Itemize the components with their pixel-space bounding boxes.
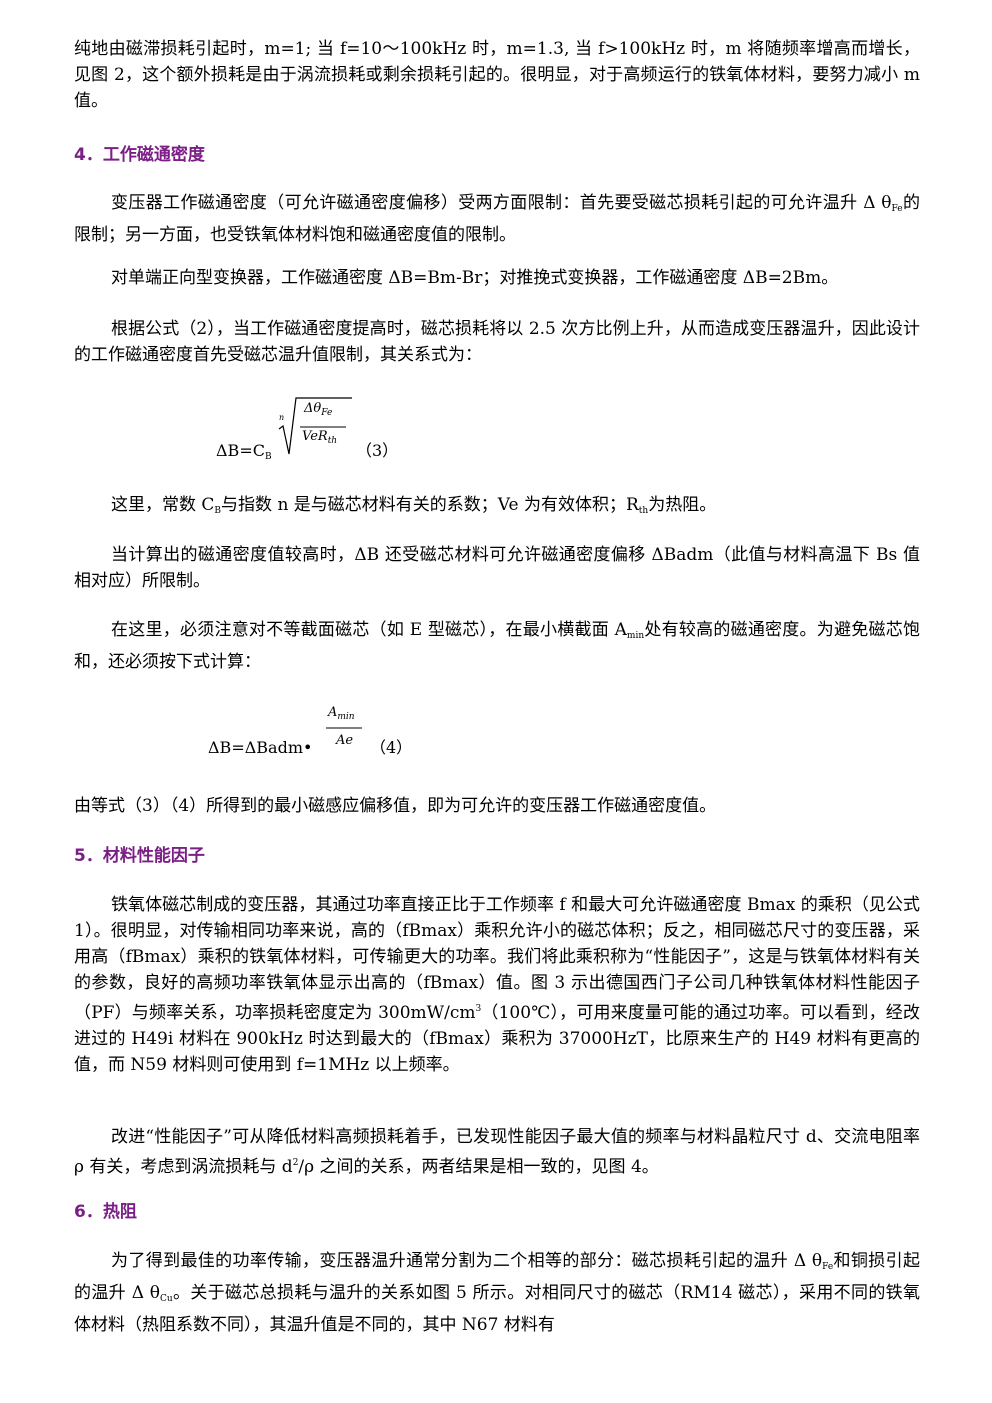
- section-5-heading: 5．材料性能因子: [74, 846, 205, 866]
- section-5-paragraph-2: 改进“性能因子”可从降低材料高频损耗着手，已发现性能因子最大值的频率与材料晶粒尺…: [74, 1127, 920, 1177]
- formula-3-lhs: ΔB=CB: [216, 441, 272, 462]
- section-4-paragraph-6: 在这里，必须注意对不等截面磁芯（如 E 型磁芯），在最小横截面 Amin处有较高…: [74, 620, 920, 672]
- section-6-paragraph-1: 为了得到最佳的功率传输，变压器温升通常分割为二个相等的部分：磁芯损耗引起的温升 …: [74, 1251, 920, 1335]
- section-4-paragraph-2: 对单端正向型变换器，工作磁通密度 ΔB=Bm-Br；对推挽式变换器，工作磁通密度…: [111, 268, 839, 288]
- section-4-paragraph-1: 变压器工作磁通密度（可允许磁通密度偏移）受两方面限制：首先要受磁芯损耗引起的可允…: [74, 193, 921, 245]
- section-4-paragraph-4: 这里，常数 CB与指数 n 是与磁芯材料有关的系数；Ve 为有效体积；Rth为热…: [111, 495, 717, 516]
- formula-4-fraction-bar: [326, 727, 362, 729]
- formula-3-radical: n: [278, 397, 352, 455]
- section-5-paragraph-1: 铁氧体磁芯制成的变压器，其通过功率直接正比于工作频率 f 和最大可允许磁通密度 …: [74, 895, 920, 1075]
- formula-4-label: （4）: [370, 738, 413, 757]
- svg-text:n: n: [279, 413, 284, 422]
- formula-4-numerator: Amin: [328, 705, 355, 723]
- section-4-paragraph-7: 由等式（3）（4）所得到的最小磁感应偏移值，即为可允许的变压器工作磁通密度值。: [74, 796, 717, 816]
- section-4-paragraph-3: 根据公式（2），当工作磁通密度提高时，磁芯损耗将以 2.5 次方比例上升，从而造…: [74, 319, 920, 365]
- formula-3-denominator: VeRth: [302, 429, 338, 447]
- formula-3-label: （3）: [356, 441, 399, 460]
- formula-4-lhs: ΔB=ΔBadm•: [208, 738, 313, 757]
- section-4-heading: 4．工作磁通密度: [74, 145, 205, 165]
- formula-4-denominator: Ae: [336, 733, 354, 748]
- formula-3-numerator: ΔθFe: [304, 401, 333, 419]
- section-6-heading: 6．热阻: [74, 1202, 137, 1222]
- section-4-paragraph-5: 当计算出的磁通密度值较高时，ΔB 还受磁芯材料可允许磁通密度偏移 ΔBadm（此…: [74, 545, 920, 591]
- paragraph-intro: 纯地由磁滞损耗引起时，m=1; 当 f=10～100kHz 时，m=1.3, 当…: [74, 39, 920, 111]
